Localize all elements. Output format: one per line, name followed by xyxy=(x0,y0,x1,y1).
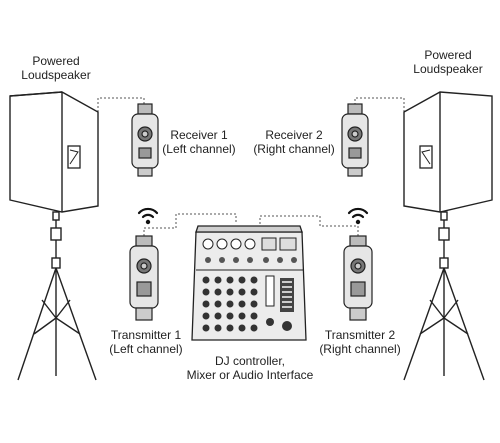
connection-speaker-left-receiver-1 xyxy=(97,97,145,112)
speaker-right-label-line2: Loudspeaker xyxy=(413,62,483,76)
speaker-right-label: Powered Loudspeaker xyxy=(406,48,490,76)
speaker-right xyxy=(403,91,493,221)
connection-speaker-right-receiver-2 xyxy=(354,97,405,112)
transmitter-2-device xyxy=(343,235,373,321)
receiver-1-label-line1: Receiver 1 xyxy=(170,128,228,142)
receiver-1-device xyxy=(131,103,159,177)
speaker-handle-icon xyxy=(67,145,81,169)
transmitter-2-label-line2: (Right channel) xyxy=(319,342,401,356)
speaker-left xyxy=(9,91,99,221)
transmitter-1-label-line1: Transmitter 1 xyxy=(110,328,182,342)
speaker-left-label-line2: Loudspeaker xyxy=(21,68,91,82)
receiver-2-label-line2: (Right channel) xyxy=(253,142,335,156)
mixer-label: DJ controller, Mixer or Audio Interface xyxy=(170,354,330,382)
transmitter-1-label-line2: (Left channel) xyxy=(109,342,183,356)
transmitter-1-label: Transmitter 1 (Left channel) xyxy=(104,328,188,356)
transmitter-2-label: Transmitter 2 (Right channel) xyxy=(314,328,406,356)
tripod-left xyxy=(17,220,97,381)
transmitter-1-device xyxy=(129,235,159,321)
receiver-1-label-line2: (Left channel) xyxy=(162,142,236,156)
tripod-right xyxy=(403,220,485,381)
speaker-handle-icon xyxy=(419,145,433,169)
speaker-left-label-line1: Powered xyxy=(32,54,80,68)
speaker-right-label-line1: Powered xyxy=(424,48,472,62)
wireless-signal-icon xyxy=(347,207,369,225)
wireless-signal-icon xyxy=(137,207,159,225)
transmitter-2-label-line1: Transmitter 2 xyxy=(324,328,396,342)
connection-lines xyxy=(97,97,405,236)
mixer-label-line1: DJ controller, xyxy=(214,354,286,368)
mixer-device xyxy=(191,225,307,341)
receiver-1-label: Receiver 1 (Left channel) xyxy=(158,128,240,156)
mixer-label-line2: Mixer or Audio Interface xyxy=(186,368,314,382)
receiver-2-label: Receiver 2 (Right channel) xyxy=(248,128,340,156)
receiver-2-device xyxy=(341,103,369,177)
receiver-2-label-line1: Receiver 2 xyxy=(265,128,323,142)
speaker-left-label: Powered Loudspeaker xyxy=(18,54,94,82)
connection-transmitter-2-mixer xyxy=(259,215,359,236)
